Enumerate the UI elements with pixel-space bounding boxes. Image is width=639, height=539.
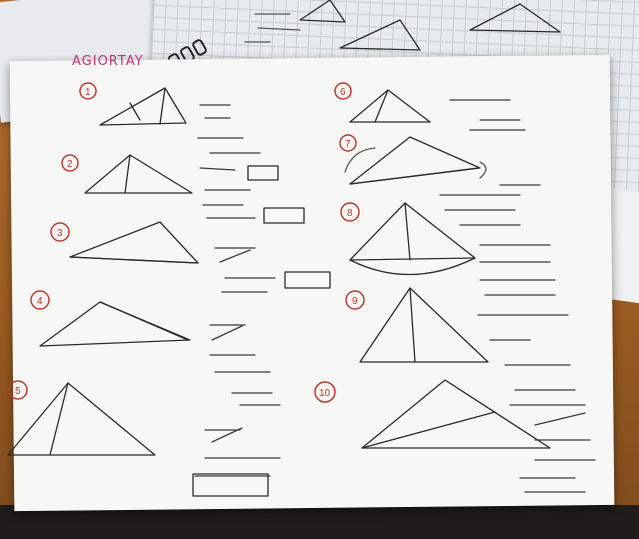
- svg-text:10: 10: [319, 388, 331, 399]
- problem-number-8: [340, 202, 360, 222]
- bg-triangle-2: [339, 19, 421, 51]
- svg-text:5: 5: [15, 386, 21, 397]
- triangle-8: [349, 202, 476, 261]
- triangle-10: [361, 379, 551, 449]
- problem-number-10: [314, 381, 336, 403]
- problem-number-9: [345, 290, 365, 310]
- svg-text:8: 8: [347, 208, 353, 219]
- table-edge-shadow: [0, 505, 639, 539]
- triangle-6: [349, 89, 431, 123]
- student-name: AGIORTAY: [72, 54, 144, 69]
- svg-text:9: 9: [352, 296, 358, 307]
- svg-text:1: 1: [85, 87, 91, 98]
- problem-number-6: [334, 82, 352, 100]
- triangle-5: [7, 382, 156, 456]
- answer-box-2: [263, 207, 305, 224]
- triangle-7: [349, 136, 481, 185]
- svg-text:3: 3: [57, 228, 63, 239]
- svg-text:6: 6: [340, 87, 346, 98]
- answer-box-5: [192, 473, 269, 497]
- svg-text:7: 7: [345, 139, 351, 150]
- triangle-1: [99, 87, 187, 126]
- problem-number-3: [50, 222, 70, 242]
- triangle-9: [359, 287, 489, 363]
- problem-number-1: [79, 82, 97, 100]
- answer-box-3: [284, 271, 331, 289]
- problem-number-7: [339, 134, 357, 152]
- bg-triangle-3: [469, 3, 561, 33]
- svg-text:2: 2: [67, 159, 73, 170]
- problem-number-2: [61, 154, 79, 172]
- problem-number-5: [8, 380, 28, 400]
- bg-triangle-1: [299, 0, 346, 23]
- triangle-2: [84, 154, 193, 194]
- answer-box-1: [247, 165, 279, 181]
- problem-number-4: [30, 290, 50, 310]
- svg-text:4: 4: [37, 296, 43, 307]
- triangle-3: [69, 221, 199, 264]
